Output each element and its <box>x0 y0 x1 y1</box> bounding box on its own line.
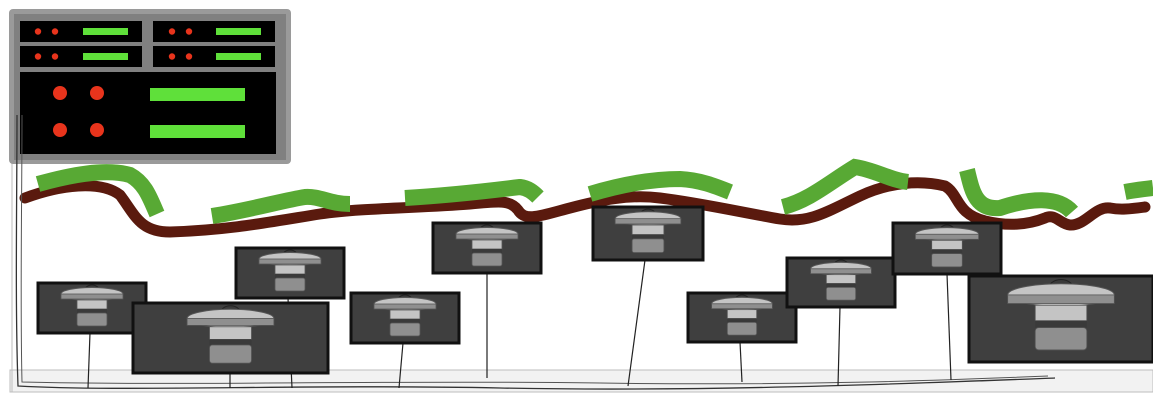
fan-base <box>631 238 665 253</box>
fan-stem-band <box>209 339 252 345</box>
fan-unit <box>591 205 705 262</box>
status-led-icon <box>51 53 59 60</box>
fan-stem <box>389 309 421 320</box>
cable-icon <box>946 273 952 381</box>
status-bar-icon <box>150 88 245 101</box>
fan-stem-band <box>931 249 963 254</box>
status-led-icon <box>53 123 67 137</box>
status-led-icon <box>34 53 42 60</box>
fan-stem-band <box>275 274 305 278</box>
fan-disk-rim <box>614 218 682 225</box>
fan-unit <box>967 274 1153 364</box>
fan-base <box>931 253 963 268</box>
fan-disk-rim <box>373 303 437 310</box>
fan-units <box>36 205 1153 375</box>
canopy-segment <box>404 178 544 206</box>
cable-icon <box>398 342 404 389</box>
canopy-segment <box>780 158 910 215</box>
rack-module-small <box>153 46 275 67</box>
fan-disk-rim <box>1007 294 1115 304</box>
fan-stem <box>76 299 108 310</box>
fan-stem <box>274 264 306 275</box>
canopy-segment <box>35 164 165 218</box>
status-bar-icon <box>216 53 261 60</box>
fan-disk-rim <box>711 303 773 310</box>
fan-base <box>726 321 758 336</box>
fan-disk-rim <box>810 268 872 275</box>
fan-stem-band <box>472 249 502 253</box>
cable-icon <box>739 341 743 383</box>
fan-stem <box>1034 304 1088 322</box>
fan-stem-band <box>727 318 757 323</box>
fan-stem <box>631 224 665 235</box>
status-bar-icon <box>216 28 261 35</box>
fan-stem <box>825 274 857 284</box>
cable-icon <box>837 306 841 387</box>
canopy-segment <box>959 168 1079 218</box>
fan-base <box>825 286 857 301</box>
fan-base <box>1034 327 1088 351</box>
status-bar-icon <box>150 125 245 138</box>
status-led-icon <box>90 123 104 137</box>
fan-disk-rim <box>186 317 275 326</box>
rack-module-large <box>20 72 276 154</box>
cable-icon <box>87 332 91 389</box>
trunk-line <box>19 177 1151 238</box>
fan-unit <box>785 256 897 309</box>
fan-stem <box>471 239 503 250</box>
status-led-icon <box>185 28 193 35</box>
fan-stem-band <box>390 319 420 323</box>
fan-disk-rim <box>455 233 519 240</box>
fan-unit <box>686 291 798 344</box>
rack-module-small <box>20 21 142 42</box>
status-led-icon <box>34 28 42 35</box>
fan-unit <box>431 221 543 275</box>
canopy-segment <box>1123 180 1153 200</box>
fan-base <box>471 252 503 267</box>
fan-unit <box>349 291 461 345</box>
rack-module-small <box>153 21 275 42</box>
fan-stem-band <box>77 309 107 313</box>
fan-stem <box>726 309 758 319</box>
canopy-segment <box>587 170 733 202</box>
status-led-icon <box>185 53 193 60</box>
fan-unit <box>891 221 1003 276</box>
control-rack <box>9 9 291 164</box>
fan-disk-rim <box>60 293 124 300</box>
cable-icon <box>15 114 1056 390</box>
fan-stem <box>209 326 252 340</box>
fan-disk-rim <box>258 258 322 265</box>
status-led-icon <box>53 86 67 100</box>
status-led-icon <box>90 86 104 100</box>
status-led-icon <box>168 53 176 60</box>
fan-base <box>76 312 108 327</box>
fan-unit <box>234 246 346 300</box>
status-bar-icon <box>83 28 128 35</box>
status-led-icon <box>168 28 176 35</box>
cable-icon <box>627 259 646 387</box>
fan-unit <box>36 281 148 335</box>
fan-stem <box>931 239 963 250</box>
fan-base <box>389 322 421 337</box>
floor-rail <box>9 369 1153 393</box>
fan-stem-band <box>632 234 664 239</box>
fan-base <box>274 277 306 292</box>
status-bar-icon <box>83 53 128 60</box>
fan-stem-band <box>826 283 856 288</box>
fan-disk-rim <box>914 233 980 240</box>
canopy-segment <box>210 188 351 224</box>
status-led-icon <box>51 28 59 35</box>
cable-icon <box>20 114 1049 385</box>
rack-module-small <box>20 46 142 67</box>
fan-stem-band <box>1035 320 1087 328</box>
fan-base <box>209 344 252 364</box>
fan-unit <box>131 301 330 375</box>
